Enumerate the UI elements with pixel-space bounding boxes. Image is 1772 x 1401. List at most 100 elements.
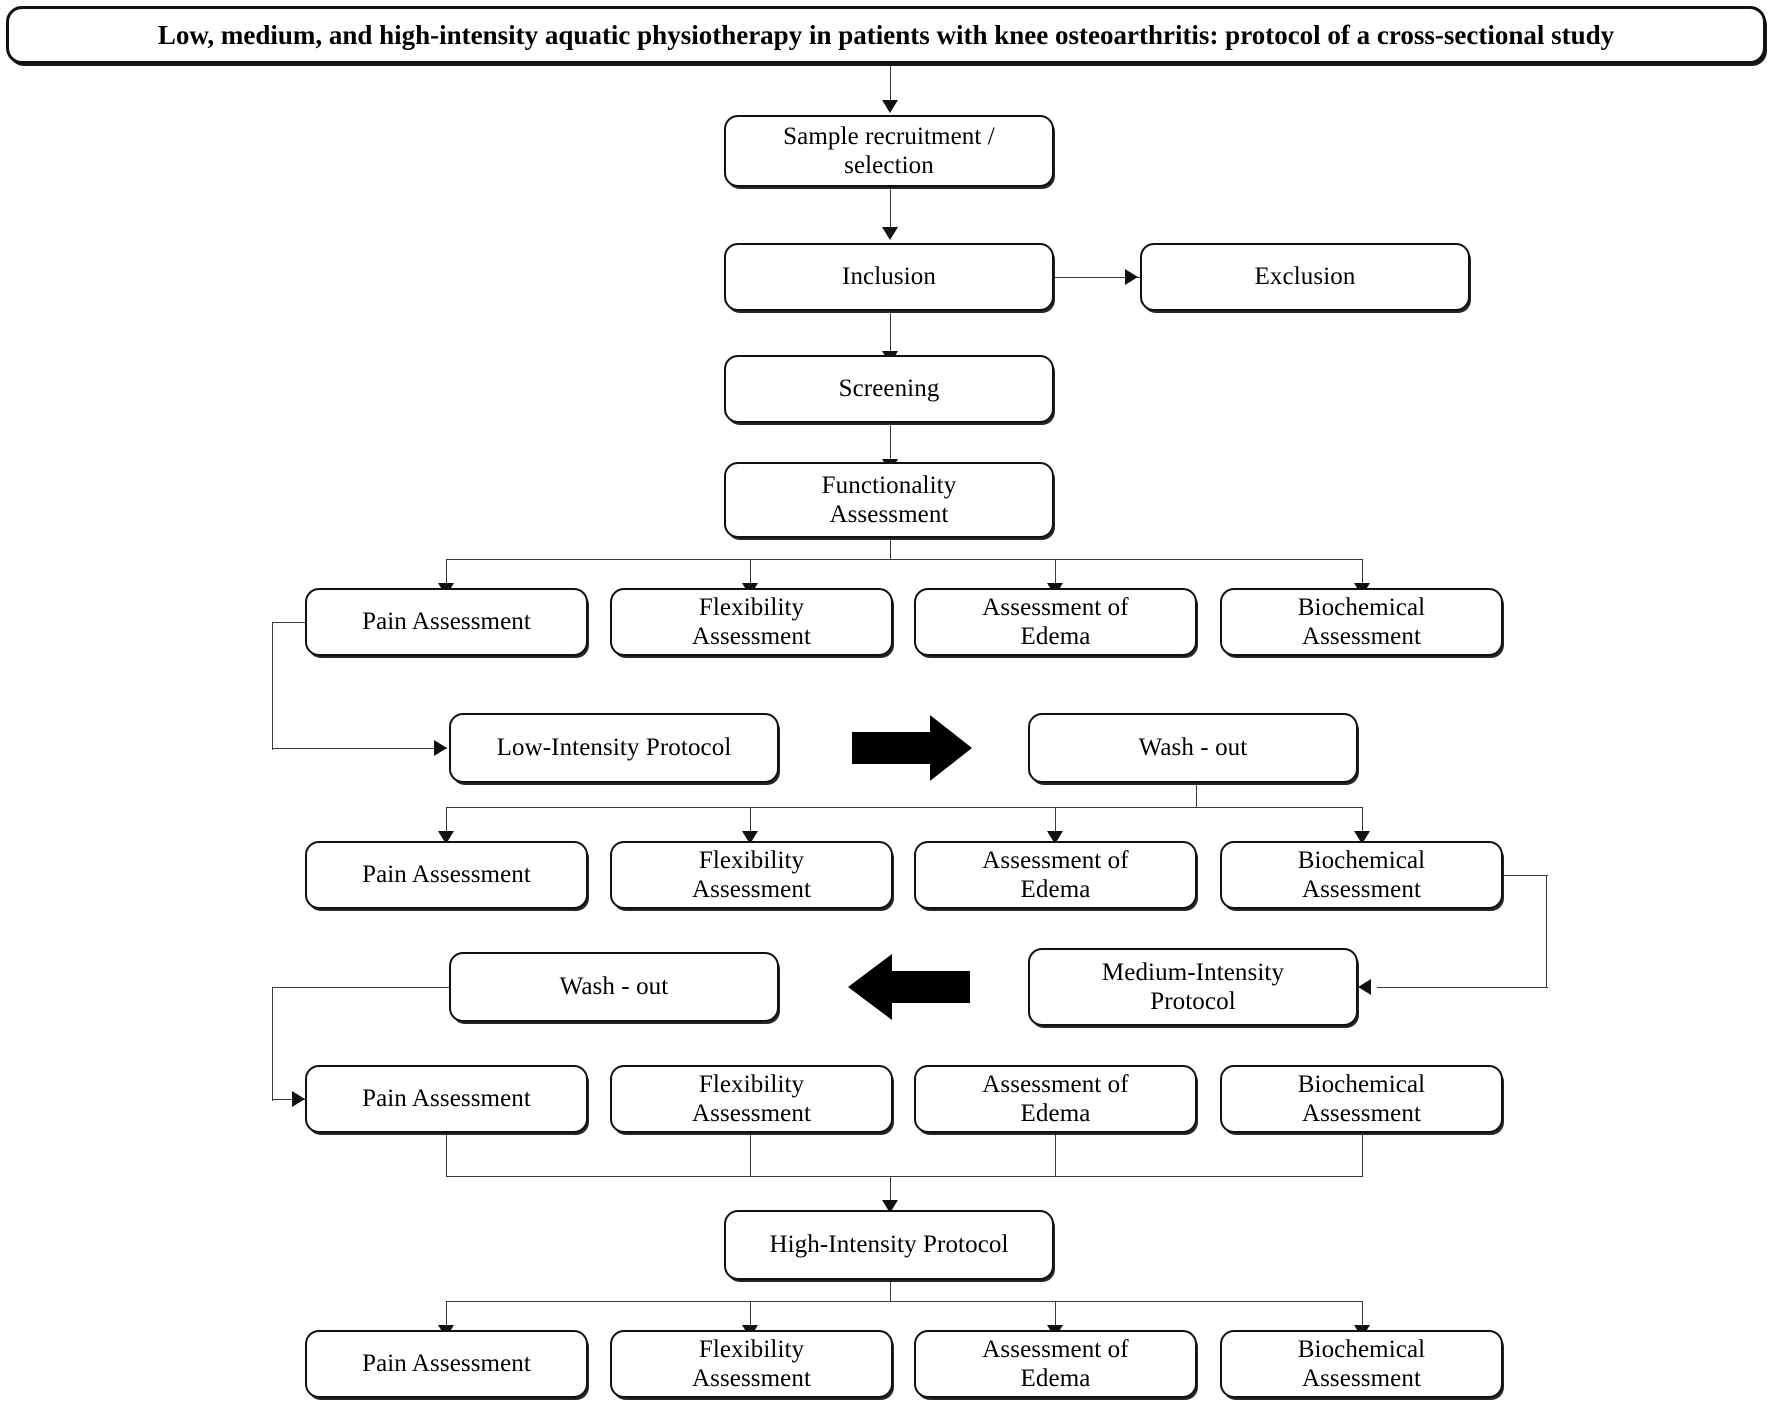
connector-high-drop-3 [1055,1301,1056,1327]
node-high-intensity-protocol[interactable]: High-Intensity Protocol [724,1210,1054,1280]
node-screening[interactable]: Screening [724,355,1054,423]
page-title: Low, medium, and high-intensity aquatic … [6,6,1766,64]
connector-functionality-bus [446,559,1362,560]
arrowhead-pain1-to-low [434,740,447,756]
connector-merge-riser-4 [1362,1133,1363,1177]
node-flexibility-assessment-3-label: Flexibility Assessment [691,1070,812,1128]
connector-washout1-drop-2 [750,807,751,833]
connector-washout2-to-pain3 [272,1099,305,1100]
node-biochemical-assessment-4-label: Biochemical Assessment [1297,1335,1426,1393]
node-assessment-of-edema-4-label: Assessment of Edema [982,1335,1129,1393]
node-inclusion-label: Inclusion [842,263,936,291]
connector-merge-riser-3 [1055,1133,1056,1177]
node-biochemical-assessment-4[interactable]: Biochemical Assessment [1220,1330,1503,1398]
medium-to-washout-block-arrow [848,954,970,1020]
arrowhead-sample-to-inclusion [882,227,898,240]
node-wash-out-1[interactable]: Wash - out [1028,713,1358,783]
node-biochemical-assessment-1[interactable]: Biochemical Assessment [1220,588,1503,656]
connector-merge-bus [446,1176,1362,1177]
connector-pain1-exit [272,622,305,623]
connector-inclusion-to-exclusion [1054,277,1140,278]
node-low-intensity-protocol[interactable]: Low-Intensity Protocol [449,713,779,783]
connector-sample-to-inclusion [890,187,891,229]
node-high-intensity-protocol-label: High-Intensity Protocol [769,1231,1009,1259]
connector-pain1-down [272,622,273,750]
node-assessment-of-edema-4[interactable]: Assessment of Edema [914,1330,1197,1398]
connector-inclusion-to-screening [890,311,891,353]
node-wash-out-2[interactable]: Wash - out [449,952,779,1022]
node-exclusion-label: Exclusion [1254,263,1356,291]
connector-functionality-stem [890,538,891,560]
node-medium-intensity-protocol[interactable]: Medium-Intensity Protocol [1028,948,1358,1026]
node-flexibility-assessment-4-label: Flexibility Assessment [691,1335,812,1393]
connector-functionality-drop-4 [1362,559,1363,585]
node-medium-intensity-protocol-label: Medium-Intensity Protocol [1101,958,1285,1016]
node-biochemical-assessment-3[interactable]: Biochemical Assessment [1220,1065,1503,1133]
node-flexibility-assessment-2-label: Flexibility Assessment [691,846,812,904]
node-pain-assessment-1-label: Pain Assessment [362,608,531,636]
connector-washout2-down [272,987,273,1101]
node-biochemical-assessment-3-label: Biochemical Assessment [1297,1070,1426,1128]
connector-high-stem [890,1280,891,1302]
node-wash-out-1-label: Wash - out [1138,734,1248,762]
connector-high-drop-4 [1362,1301,1363,1327]
arrowhead-washout1-to-biochemical-2 [1354,831,1370,844]
arrowhead-title-to-sample [882,100,898,113]
connector-merge-stem [890,1176,891,1202]
node-pain-assessment-4-label: Pain Assessment [362,1350,531,1378]
node-assessment-of-edema-2-label: Assessment of Edema [982,846,1129,904]
arrowhead-merge-to-high-intensity [882,1200,898,1213]
node-assessment-of-edema-3-label: Assessment of Edema [982,1070,1129,1128]
node-biochemical-assessment-2[interactable]: Biochemical Assessment [1220,841,1503,909]
node-sample-recruitment[interactable]: Sample recruitment / selection [724,115,1054,187]
connector-washout1-stem [1196,783,1197,808]
connector-bio2-exit [1503,875,1548,876]
node-assessment-of-edema-1[interactable]: Assessment of Edema [914,588,1197,656]
node-pain-assessment-3[interactable]: Pain Assessment [305,1065,588,1133]
node-assessment-of-edema-1-label: Assessment of Edema [982,593,1129,651]
connector-title-to-sample [890,64,891,104]
low-to-washout-block-arrow [852,715,972,781]
node-screening-label: Screening [838,375,940,403]
node-flexibility-assessment-1-label: Flexibility Assessment [691,593,812,651]
arrowhead-inclusion-to-exclusion [1125,269,1138,285]
node-exclusion[interactable]: Exclusion [1140,243,1470,311]
node-assessment-of-edema-3[interactable]: Assessment of Edema [914,1065,1197,1133]
node-pain-assessment-3-label: Pain Assessment [362,1085,531,1113]
arrowhead-bio2-to-medium [1358,979,1371,995]
node-flexibility-assessment-3[interactable]: Flexibility Assessment [610,1065,893,1133]
connector-washout1-drop-1 [446,807,447,833]
connector-high-drop-1 [446,1301,447,1327]
connector-functionality-drop-2 [750,559,751,585]
node-assessment-of-edema-2[interactable]: Assessment of Edema [914,841,1197,909]
connector-functionality-drop-1 [446,559,447,585]
node-biochemical-assessment-2-label: Biochemical Assessment [1297,846,1426,904]
node-low-intensity-protocol-label: Low-Intensity Protocol [496,734,732,762]
node-pain-assessment-4[interactable]: Pain Assessment [305,1330,588,1398]
node-functionality-assessment[interactable]: Functionality Assessment [724,462,1054,538]
node-flexibility-assessment-1[interactable]: Flexibility Assessment [610,588,893,656]
connector-merge-riser-2 [750,1133,751,1177]
arrowhead-washout1-to-edema-2 [1047,831,1063,844]
node-pain-assessment-1[interactable]: Pain Assessment [305,588,588,656]
page-title-text: Low, medium, and high-intensity aquatic … [157,19,1615,50]
connector-pain1-to-low [272,748,447,749]
node-pain-assessment-2-label: Pain Assessment [362,861,531,889]
node-sample-recruitment-label: Sample recruitment / selection [783,122,995,180]
connector-high-drop-2 [750,1301,751,1327]
connector-merge-riser-1 [446,1133,447,1177]
arrowhead-washout1-to-pain-2 [438,831,454,844]
arrowhead-washout1-to-flexibility-2 [742,831,758,844]
node-flexibility-assessment-4[interactable]: Flexibility Assessment [610,1330,893,1398]
connector-functionality-drop-3 [1055,559,1056,585]
connector-screening-to-functionality [890,423,891,461]
node-wash-out-2-label: Wash - out [559,973,669,1001]
arrowhead-washout2-to-pain3 [292,1091,305,1107]
connector-washout1-bus [446,807,1362,808]
connector-high-bus [446,1301,1362,1302]
node-biochemical-assessment-1-label: Biochemical Assessment [1297,593,1426,651]
node-inclusion[interactable]: Inclusion [724,243,1054,311]
node-pain-assessment-2[interactable]: Pain Assessment [305,841,588,909]
node-flexibility-assessment-2[interactable]: Flexibility Assessment [610,841,893,909]
